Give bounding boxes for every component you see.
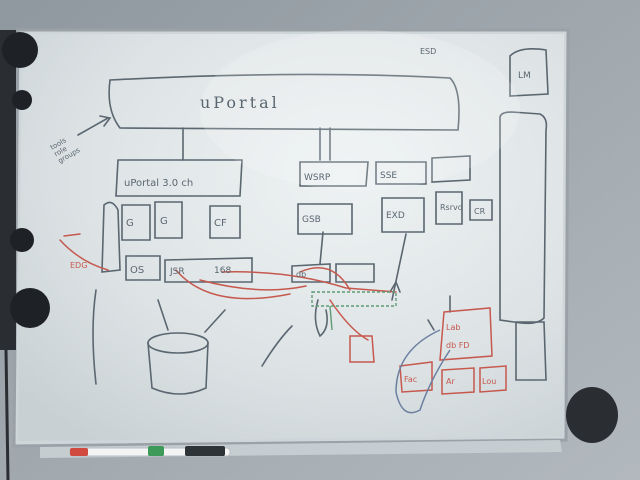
left-red-label: EDG xyxy=(70,261,87,270)
glare xyxy=(200,30,520,190)
left-knob xyxy=(10,288,50,328)
left-knob xyxy=(2,32,38,68)
right-bottom2-label: db FD xyxy=(446,341,469,350)
node-mid-label: G xyxy=(160,216,168,227)
mid-box1-label: GSB xyxy=(302,215,321,225)
right-bottom4-label: Ar xyxy=(446,377,455,386)
marker-black xyxy=(185,446,225,456)
right-bottom5-label: Lou xyxy=(482,377,496,386)
cylinder-right-label: LM xyxy=(518,71,531,81)
exd-small-label: db xyxy=(296,270,306,279)
uportal-box-label: uPortal 3.0 ch xyxy=(124,178,193,189)
exd-label: EXD xyxy=(386,211,405,221)
rsrvd-note: CR xyxy=(474,207,486,216)
ink-drawings xyxy=(77,48,549,395)
os-label: OS xyxy=(130,265,144,276)
marker-cap-green xyxy=(148,446,164,456)
board-surface xyxy=(18,34,564,441)
green-drawings xyxy=(311,291,397,331)
left-pole xyxy=(0,30,16,350)
handwriting: uPortal uPortal 3.0 ch G G CF OS JSR 168… xyxy=(49,47,531,279)
right-knob xyxy=(566,387,618,443)
blue-loop xyxy=(395,329,451,414)
right-bottom3-label: Fac xyxy=(404,375,417,384)
marker-cap-red xyxy=(70,448,88,456)
left-knob xyxy=(10,228,34,252)
left-knob xyxy=(12,90,32,110)
node-right-label: CF xyxy=(214,218,227,229)
right-bottom1-label: Lab xyxy=(446,323,460,332)
cable xyxy=(4,349,10,480)
top-right-note: ESD xyxy=(420,47,436,56)
jsr-label: JSR xyxy=(169,267,185,277)
node-left-label: G xyxy=(126,218,134,229)
jsr-number-label: 168 xyxy=(214,266,231,276)
rsrvd-label: Rsrvd xyxy=(440,203,463,212)
red-drawings xyxy=(59,233,507,395)
mid-top-label: WSRP xyxy=(304,173,331,183)
red-handwriting: EDG Lab db FD Fac Ar Lou xyxy=(70,261,496,386)
portal-label: uPortal xyxy=(200,93,280,112)
mid-box2-label: SSE xyxy=(380,171,397,181)
